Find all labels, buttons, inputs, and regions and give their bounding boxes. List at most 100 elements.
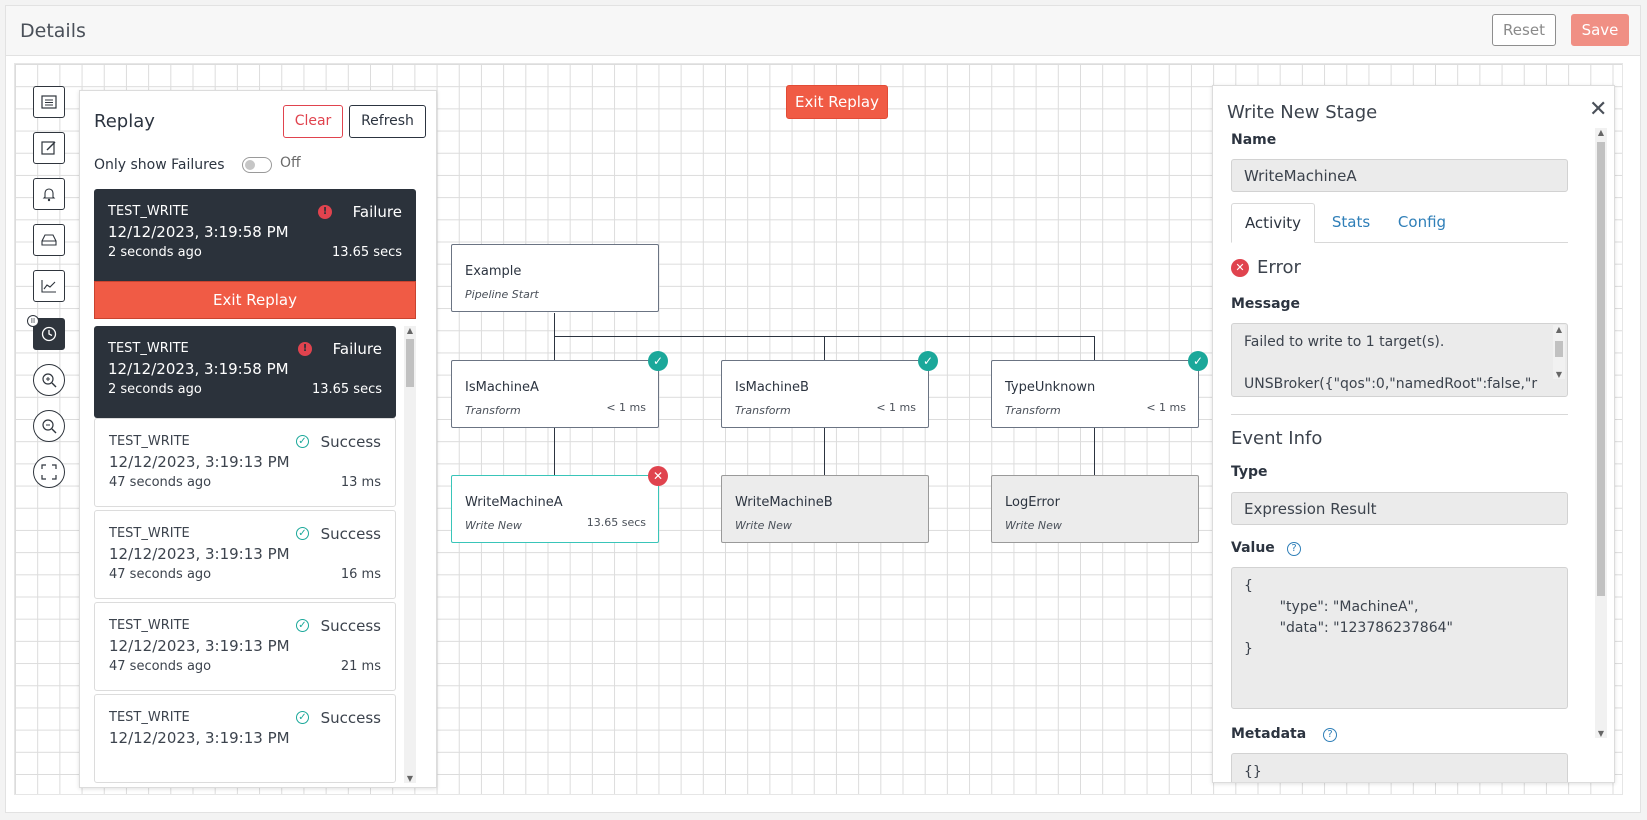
node-ismachinea[interactable]: IsMachineA Transform < 1 ms [451, 360, 659, 428]
run-date: 12/12/2023, 3:19:13 PM [109, 453, 290, 471]
node-name: Example [465, 264, 522, 279]
list-item[interactable]: TEST_WRITE ! Failure 12/12/2023, 3:19:58… [94, 326, 396, 418]
connector-line [824, 336, 825, 360]
run-duration: 16 ms [340, 567, 381, 582]
run-duration: 13.65 secs [331, 245, 402, 260]
run-ago: 47 seconds ago [109, 567, 212, 582]
refresh-button[interactable]: Refresh [349, 105, 426, 138]
detail-tabs: Activity Stats Config [1231, 203, 1568, 243]
save-button[interactable]: Save [1571, 14, 1629, 46]
exit-replay-button[interactable]: Exit Replay [786, 85, 888, 119]
help-icon[interactable]: ? [1323, 728, 1337, 742]
zoom-out-button[interactable] [33, 410, 65, 442]
list-item[interactable]: TEST_WRITE ✓ Success 12/12/2023, 3:19:13… [94, 510, 396, 599]
scroll-thumb[interactable] [1555, 341, 1563, 357]
message-textarea[interactable]: Failed to write to 1 target(s). UNSBroke… [1231, 323, 1568, 397]
type-field[interactable]: Expression Result [1231, 492, 1568, 525]
run-date: 12/12/2023, 3:19:58 PM [108, 223, 289, 241]
run-ago: 47 seconds ago [109, 475, 212, 490]
message-label: Message [1231, 296, 1301, 312]
metadata-textarea[interactable]: {} [1231, 753, 1568, 782]
scroll-down-arrow[interactable]: ▼ [1597, 729, 1605, 738]
current-replay-card[interactable]: TEST_WRITE ! Failure 12/12/2023, 3:19:58… [94, 189, 416, 281]
message-scrollbar[interactable]: ▲ ▼ [1553, 325, 1565, 379]
run-ago: 47 seconds ago [109, 659, 212, 674]
clear-button[interactable]: Clear [283, 105, 343, 138]
node-ismachineb[interactable]: IsMachineB Transform < 1 ms [721, 360, 929, 428]
success-check-icon: ✓ [1188, 351, 1208, 371]
scroll-up-arrow[interactable]: ▲ [406, 326, 414, 335]
scroll-up-arrow[interactable]: ▲ [1597, 128, 1605, 137]
success-check-icon: ✓ [918, 351, 938, 371]
fit-screen-button[interactable] [33, 456, 65, 488]
run-date: 12/12/2023, 3:19:13 PM [109, 637, 290, 655]
node-type: Pipeline Start [465, 288, 539, 301]
stats-button[interactable] [33, 270, 65, 302]
node-writemachineb[interactable]: WriteMachineB Write New [721, 475, 929, 543]
toggle-knob [245, 160, 255, 170]
name-field[interactable]: WriteMachineA [1231, 159, 1568, 192]
help-icon[interactable]: ? [1287, 542, 1301, 556]
node-type: Transform [735, 404, 791, 417]
scroll-thumb[interactable] [1597, 142, 1605, 596]
notifications-button[interactable] [33, 178, 65, 210]
list-item[interactable]: TEST_WRITE ✓ Success 12/12/2023, 3:19:13… [94, 602, 396, 691]
node-time: < 1 ms [1146, 401, 1186, 414]
scroll-down-arrow[interactable]: ▼ [1555, 370, 1563, 379]
divider [1231, 414, 1568, 415]
tab-config[interactable]: Config [1397, 213, 1447, 231]
exit-replay-button[interactable]: Exit Replay [94, 281, 416, 319]
page-title: Details [20, 20, 86, 42]
connector-line [1094, 336, 1095, 360]
list-item[interactable]: TEST_WRITE ✓ Success 12/12/2023, 3:19:13… [94, 418, 396, 507]
list-icon [41, 95, 57, 109]
failure-icon: ! [298, 342, 312, 356]
replay-panel: Replay Clear Refresh Only show Failures … [79, 90, 437, 788]
value-textarea[interactable]: { "type": "MachineA", "data": "123786237… [1231, 567, 1568, 709]
inbox-button[interactable] [33, 224, 65, 256]
scroll-thumb[interactable] [406, 339, 414, 387]
edit-button[interactable] [33, 132, 65, 164]
scroll-up-arrow[interactable]: ▲ [1555, 325, 1563, 334]
node-writemachinea[interactable]: WriteMachineA Write New 13.65 secs [451, 475, 659, 543]
node-time: < 1 ms [876, 401, 916, 414]
run-name: TEST_WRITE [108, 204, 189, 219]
node-typeunknown[interactable]: TypeUnknown Transform < 1 ms [991, 360, 1199, 428]
node-example[interactable]: Example Pipeline Start [451, 244, 659, 312]
history-icon [41, 326, 57, 342]
success-icon: ✓ [296, 711, 309, 724]
pause-icon[interactable]: II [27, 315, 39, 327]
run-duration: 13 ms [340, 475, 381, 490]
tab-stats[interactable]: Stats [1331, 213, 1371, 231]
replay-list-scrollbar[interactable]: ▲ ▼ [404, 326, 416, 783]
connector-line [554, 336, 555, 360]
replay-history-button[interactable] [33, 318, 65, 350]
node-logerror[interactable]: LogError Write New [991, 475, 1199, 543]
success-icon: ✓ [296, 527, 309, 540]
type-label: Type [1231, 464, 1268, 480]
tab-activity[interactable]: Activity [1231, 203, 1315, 243]
close-icon[interactable]: ✕ [1589, 97, 1608, 122]
node-type: Transform [465, 404, 521, 417]
replay-title: Replay [94, 111, 155, 132]
run-date: 12/12/2023, 3:19:13 PM [109, 545, 290, 563]
list-view-button[interactable] [33, 86, 65, 118]
details-scrollbar[interactable]: ▲ ▼ [1595, 128, 1607, 738]
reset-button[interactable]: Reset [1492, 14, 1556, 46]
node-name: IsMachineA [465, 380, 539, 395]
only-failures-toggle[interactable] [242, 157, 272, 173]
success-icon: ✓ [296, 435, 309, 448]
connector-line [554, 428, 555, 475]
zoom-in-button[interactable] [33, 364, 65, 396]
run-duration: 13.65 secs [311, 382, 382, 397]
error-x-icon: ✕ [648, 466, 668, 486]
run-name: TEST_WRITE [109, 618, 190, 633]
list-item[interactable]: TEST_WRITE ✓ Success 12/12/2023, 3:19:13… [94, 694, 396, 783]
node-name: LogError [1005, 495, 1060, 510]
scroll-down-arrow[interactable]: ▼ [406, 774, 414, 783]
page-header: Details Reset Save [6, 6, 1640, 56]
run-name: TEST_WRITE [109, 710, 190, 725]
run-status: Failure [352, 203, 402, 221]
run-date: 12/12/2023, 3:19:58 PM [108, 360, 289, 378]
connector-line [824, 428, 825, 475]
